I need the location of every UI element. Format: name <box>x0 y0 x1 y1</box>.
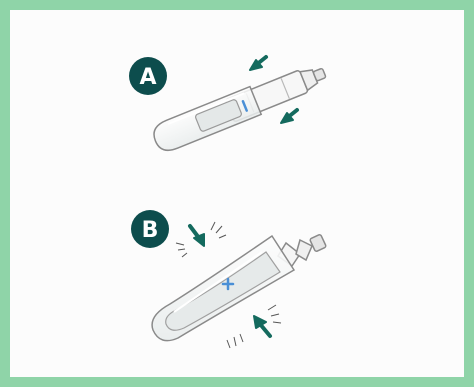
step-b: B <box>131 210 326 348</box>
step-a-label: A <box>139 65 156 90</box>
step-b-label: B <box>142 218 159 243</box>
step-a: A <box>129 57 330 155</box>
step-a-badge: A <box>129 57 167 95</box>
step-b-badge: B <box>131 210 169 248</box>
squeeze-arrow-icon <box>227 305 281 348</box>
press-arrow-icon <box>281 110 297 123</box>
squeeze-arrow-icon <box>176 222 226 257</box>
pen-in-cover-press-icon <box>150 59 330 155</box>
press-arrow-icon <box>250 57 266 70</box>
